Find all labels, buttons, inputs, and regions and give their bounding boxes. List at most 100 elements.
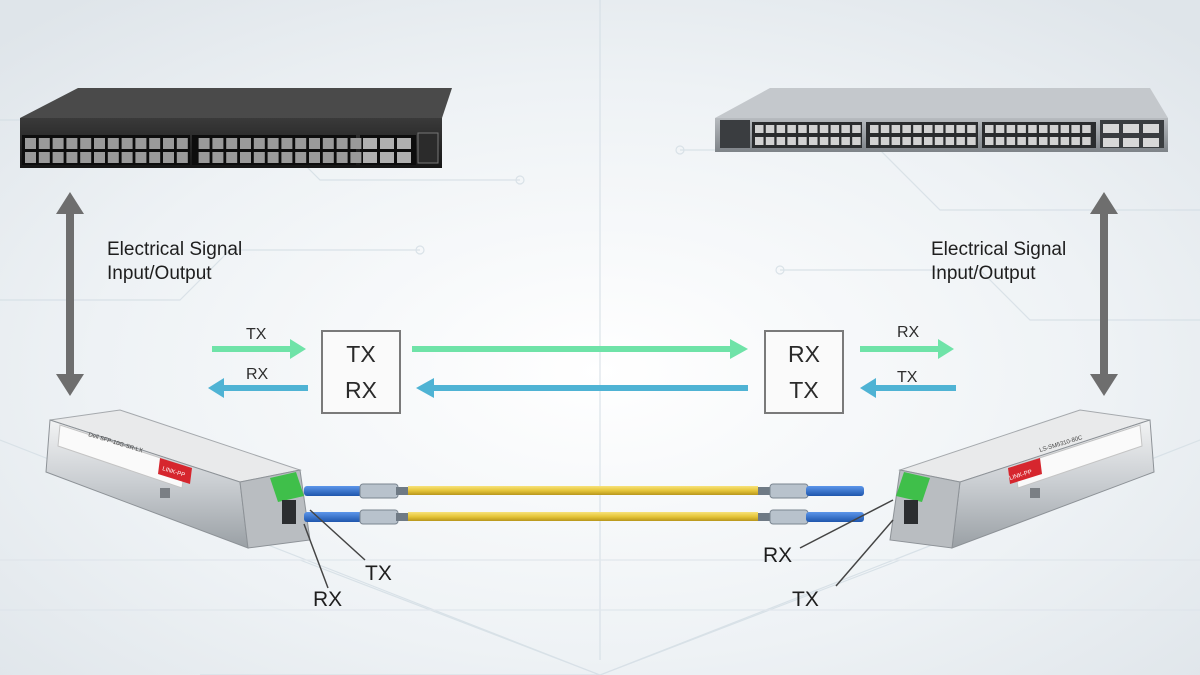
- right-electrical-signal-label: Electrical Signal Input/Output: [931, 238, 1066, 286]
- switch-port: [1028, 137, 1037, 145]
- switch-port: [934, 137, 944, 145]
- switch-port: [1049, 137, 1059, 145]
- switch-port: [809, 125, 818, 133]
- switch-port: [1123, 138, 1139, 147]
- switch-port: [38, 138, 50, 149]
- switch-port: [1071, 125, 1080, 133]
- switch-port: [956, 125, 965, 133]
- switch-port: [66, 138, 78, 149]
- left-rx-arrow-label: RX: [246, 366, 269, 383]
- switch-port: [765, 125, 775, 133]
- switch-port: [212, 152, 224, 163]
- port-callout-lines: [303, 499, 894, 589]
- switch-port: [121, 138, 133, 149]
- left-port-tx-label: TX: [365, 562, 392, 585]
- switch-port: [1082, 137, 1091, 145]
- switch-port: [841, 137, 850, 145]
- switch-port: [397, 138, 411, 149]
- switch-port: [913, 137, 922, 145]
- left-sfp-module: LINK-PP Dell SFP-10G-SR-LX: [45, 409, 311, 549]
- switch-port: [38, 152, 50, 163]
- switch-port: [25, 152, 36, 163]
- switch-port: [1039, 125, 1048, 133]
- switch-port: [198, 138, 210, 149]
- left-rx-arrow: [208, 378, 308, 398]
- switch-port: [94, 138, 105, 149]
- switch-port: [934, 125, 944, 133]
- switch-port: [397, 152, 411, 163]
- right-tx-arrow: [860, 378, 956, 398]
- switch-port: [891, 137, 901, 145]
- switch-port: [924, 137, 933, 145]
- right-box-top-label: RX: [788, 341, 820, 367]
- switch-port: [336, 138, 348, 149]
- switch-port: [1103, 138, 1119, 147]
- switch-port: [1060, 137, 1070, 145]
- right-sfp-module: LINK-PP LS-SM5310-80C: [889, 409, 1155, 549]
- right-bidirectional-arrow: [1090, 192, 1118, 396]
- right-rx-arrow-label: RX: [897, 324, 920, 341]
- switch-port: [1082, 125, 1091, 133]
- left-tx-arrow: [212, 339, 306, 359]
- switch-port: [1103, 124, 1119, 133]
- switch-port: [94, 152, 105, 163]
- switch-port: [363, 138, 377, 149]
- switch-port: [755, 125, 764, 133]
- switch-port: [295, 152, 307, 163]
- switch-port: [1060, 125, 1070, 133]
- right-port-rx-label: RX: [763, 544, 793, 567]
- switch-port: [891, 125, 901, 133]
- switch-port: [80, 138, 92, 149]
- switch-port: [149, 138, 161, 149]
- switch-port: [1028, 125, 1037, 133]
- switch-port: [798, 125, 807, 133]
- switch-port: [240, 138, 251, 149]
- switch-port: [253, 152, 265, 163]
- switch-port: [198, 152, 210, 163]
- right-network-switch: [715, 88, 1168, 152]
- right-transceiver-box: RX TX: [764, 330, 844, 414]
- fiber-patch-cable-bottom: [304, 509, 864, 525]
- left-network-switch: [20, 88, 452, 168]
- switch-port: [309, 152, 320, 163]
- switch-port: [350, 138, 362, 149]
- switch-port: [1006, 137, 1016, 145]
- switch-port: [322, 138, 334, 149]
- switch-port: [295, 138, 307, 149]
- switch-port: [1071, 137, 1080, 145]
- switch-port: [985, 137, 994, 145]
- left-box-bottom-label: RX: [345, 377, 377, 403]
- switch-port: [212, 138, 224, 149]
- switch-port: [121, 152, 133, 163]
- switch-port: [52, 138, 64, 149]
- switch-port: [995, 137, 1005, 145]
- switch-port: [25, 138, 36, 149]
- switch-port: [852, 137, 861, 145]
- left-electrical-line2: Input/Output: [107, 263, 212, 284]
- switch-port: [1143, 124, 1159, 133]
- switch-port: [809, 137, 818, 145]
- switch-port: [841, 125, 850, 133]
- switch-port: [52, 152, 64, 163]
- switch-port: [380, 138, 394, 149]
- left-electrical-signal-label: Electrical Signal Input/Output: [107, 238, 242, 286]
- switch-port: [66, 152, 78, 163]
- switch-port: [1017, 125, 1026, 133]
- switch-port: [870, 137, 879, 145]
- switch-port: [776, 137, 786, 145]
- switch-port: [1039, 137, 1048, 145]
- left-transceiver-box: TX RX: [321, 330, 401, 414]
- switch-port: [267, 152, 279, 163]
- switch-port: [913, 125, 922, 133]
- switch-port: [226, 138, 238, 149]
- center-tx-arrow: [412, 339, 748, 359]
- switch-port: [956, 137, 965, 145]
- left-tx-arrow-label: TX: [246, 326, 267, 343]
- switch-port: [819, 137, 829, 145]
- switch-port: [135, 138, 147, 149]
- center-rx-arrow: [416, 378, 748, 398]
- left-box-top-label: TX: [346, 341, 376, 367]
- right-tx-arrow-label: TX: [897, 369, 918, 386]
- left-port-rx-label: RX: [313, 588, 343, 611]
